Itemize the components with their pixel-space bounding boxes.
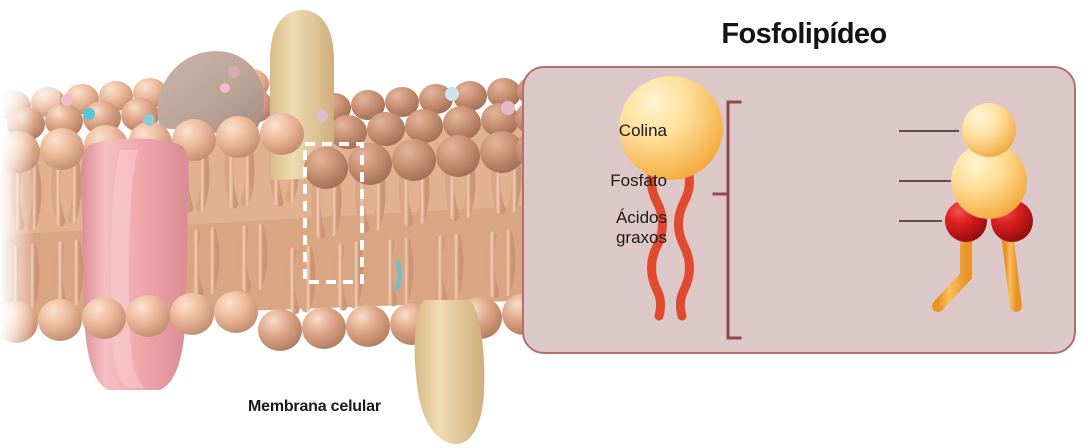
panel-inner: Colina Fosfato Ácidos graxos <box>524 68 1074 352</box>
unsaturated-tail <box>932 220 972 312</box>
membrane-caption: Membrana celular <box>248 398 381 415</box>
simplified-head <box>619 76 723 180</box>
membrane-protein-gray <box>157 51 265 136</box>
label-fatty-acids-line2: graxos <box>615 227 667 247</box>
label-phosphate: Fosfato <box>610 171 667 190</box>
label-fatty-acids: Ácidos graxos <box>616 208 667 247</box>
membrane-protein-pink <box>81 138 189 390</box>
glycan-beads <box>61 83 515 126</box>
label-choline: Colina <box>618 121 667 140</box>
cell-membrane-illustration <box>0 0 540 448</box>
phospholipid-detail-panel: Colina Fosfato Ácidos graxos <box>522 66 1076 354</box>
membrane-svg <box>0 0 540 448</box>
label-fatty-acids-line1: Ácidos <box>615 208 667 227</box>
highlighted-phospholipid-region <box>303 142 364 284</box>
phosphate-sphere <box>951 143 1027 219</box>
detailed-phospholipid <box>932 103 1033 312</box>
simplified-phospholipid <box>619 76 723 321</box>
panel-diagram-svg <box>619 76 1033 340</box>
simplified-tails <box>647 155 694 321</box>
choline-sphere <box>962 103 1016 157</box>
top-edge-fade <box>0 60 60 120</box>
leader-lines <box>899 130 959 222</box>
grouping-bracket <box>712 100 742 340</box>
page-title: Fosfolipídeo <box>721 18 887 50</box>
membrane-protein-tan-bottom <box>414 300 485 444</box>
